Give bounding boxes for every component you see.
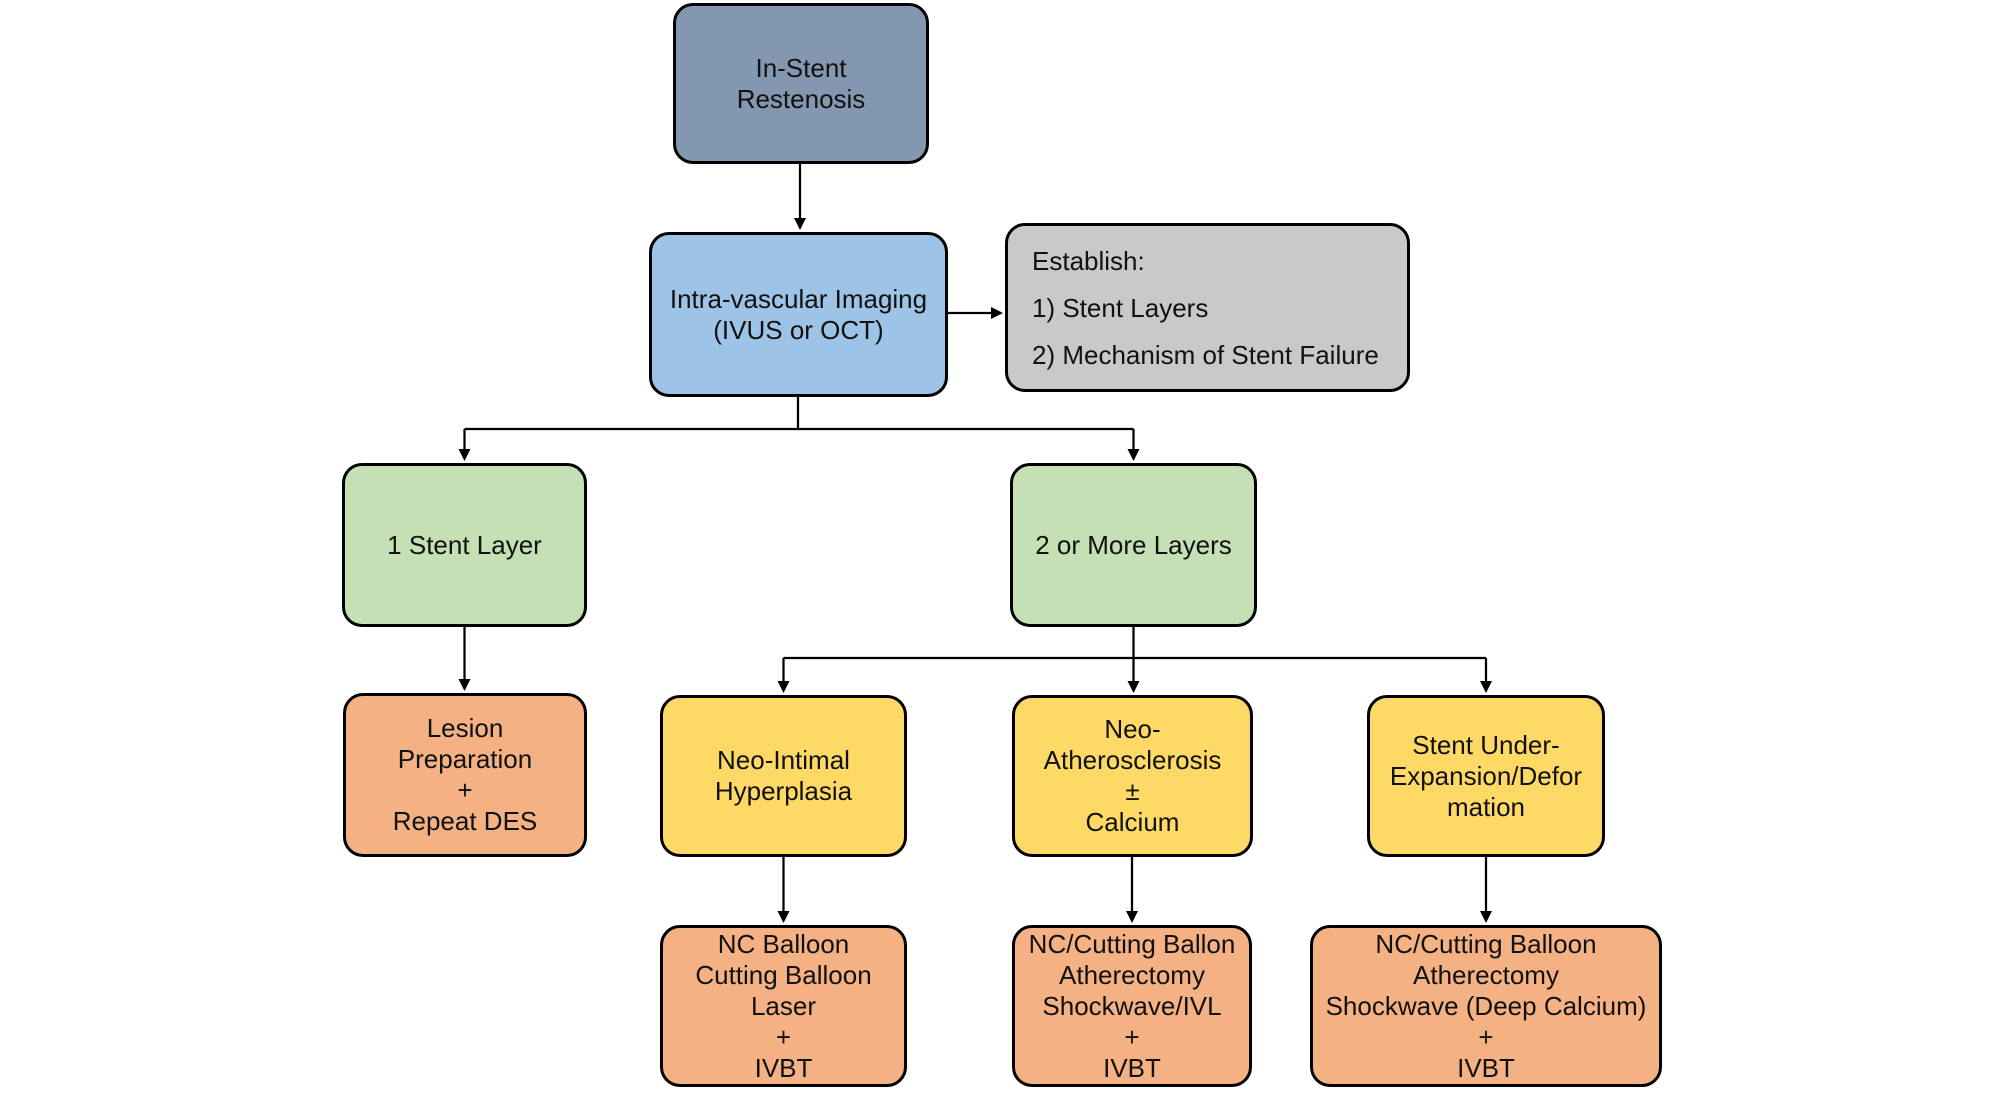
node-two-or-more-layers-label: 2 or More Layers [1035,529,1232,560]
node-treatment-shockwave-ivl-label: NC/Cutting Ballon Atherectomy Shockwave/… [1028,928,1236,1083]
node-treatment-shockwave-ivl: NC/Cutting Ballon Atherectomy Shockwave/… [1012,925,1252,1087]
node-one-stent-layer: 1 Stent Layer [342,463,587,627]
node-intravascular-imaging: Intra-vascular Imaging (IVUS or OCT) [649,232,948,397]
node-stent-under-expansion: Stent Under- Expansion/Defor mation [1367,695,1605,857]
node-in-stent-restenosis-label: In-Stent Restenosis [736,52,866,114]
branch-multi-layer-to-mechanisms [783,627,1486,660]
establish-item-mechanism: 2) Mechanism of Stent Failure [1032,339,1379,370]
node-stent-under-expansion-label: Stent Under- Expansion/Defor mation [1389,729,1583,822]
node-lesion-preparation: Lesion Preparation + Repeat DES [343,693,587,857]
branch-imaging-to-layers [464,397,1134,431]
node-two-or-more-layers: 2 or More Layers [1010,463,1257,627]
node-one-stent-layer-label: 1 Stent Layer [387,529,542,560]
node-intravascular-imaging-label: Intra-vascular Imaging (IVUS or OCT) [669,283,928,345]
node-treatment-deep-calcium-label: NC/Cutting Balloon Atherectomy Shockwave… [1325,928,1647,1083]
node-treatment-deep-calcium: NC/Cutting Balloon Atherectomy Shockwave… [1310,925,1662,1087]
establish-title: Establish: [1032,245,1145,276]
node-lesion-preparation-label: Lesion Preparation + Repeat DES [392,713,538,836]
node-neo-atherosclerosis: Neo- Atherosclerosis ± Calcium [1012,695,1253,857]
node-in-stent-restenosis: In-Stent Restenosis [673,3,929,164]
node-treatment-nc-balloon-label: NC Balloon Cutting Balloon Laser + IVBT [695,928,872,1083]
node-establish: Establish: 1) Stent Layers 2) Mechanism … [1005,223,1410,392]
node-neo-intimal-hyperplasia-label: Neo-Intimal Hyperplasia [714,745,853,806]
node-treatment-nc-balloon: NC Balloon Cutting Balloon Laser + IVBT [660,925,907,1087]
node-neo-atherosclerosis-label: Neo- Atherosclerosis ± Calcium [1043,714,1222,837]
node-neo-intimal-hyperplasia: Neo-Intimal Hyperplasia [660,695,907,857]
establish-item-stent-layers: 1) Stent Layers [1032,292,1209,323]
